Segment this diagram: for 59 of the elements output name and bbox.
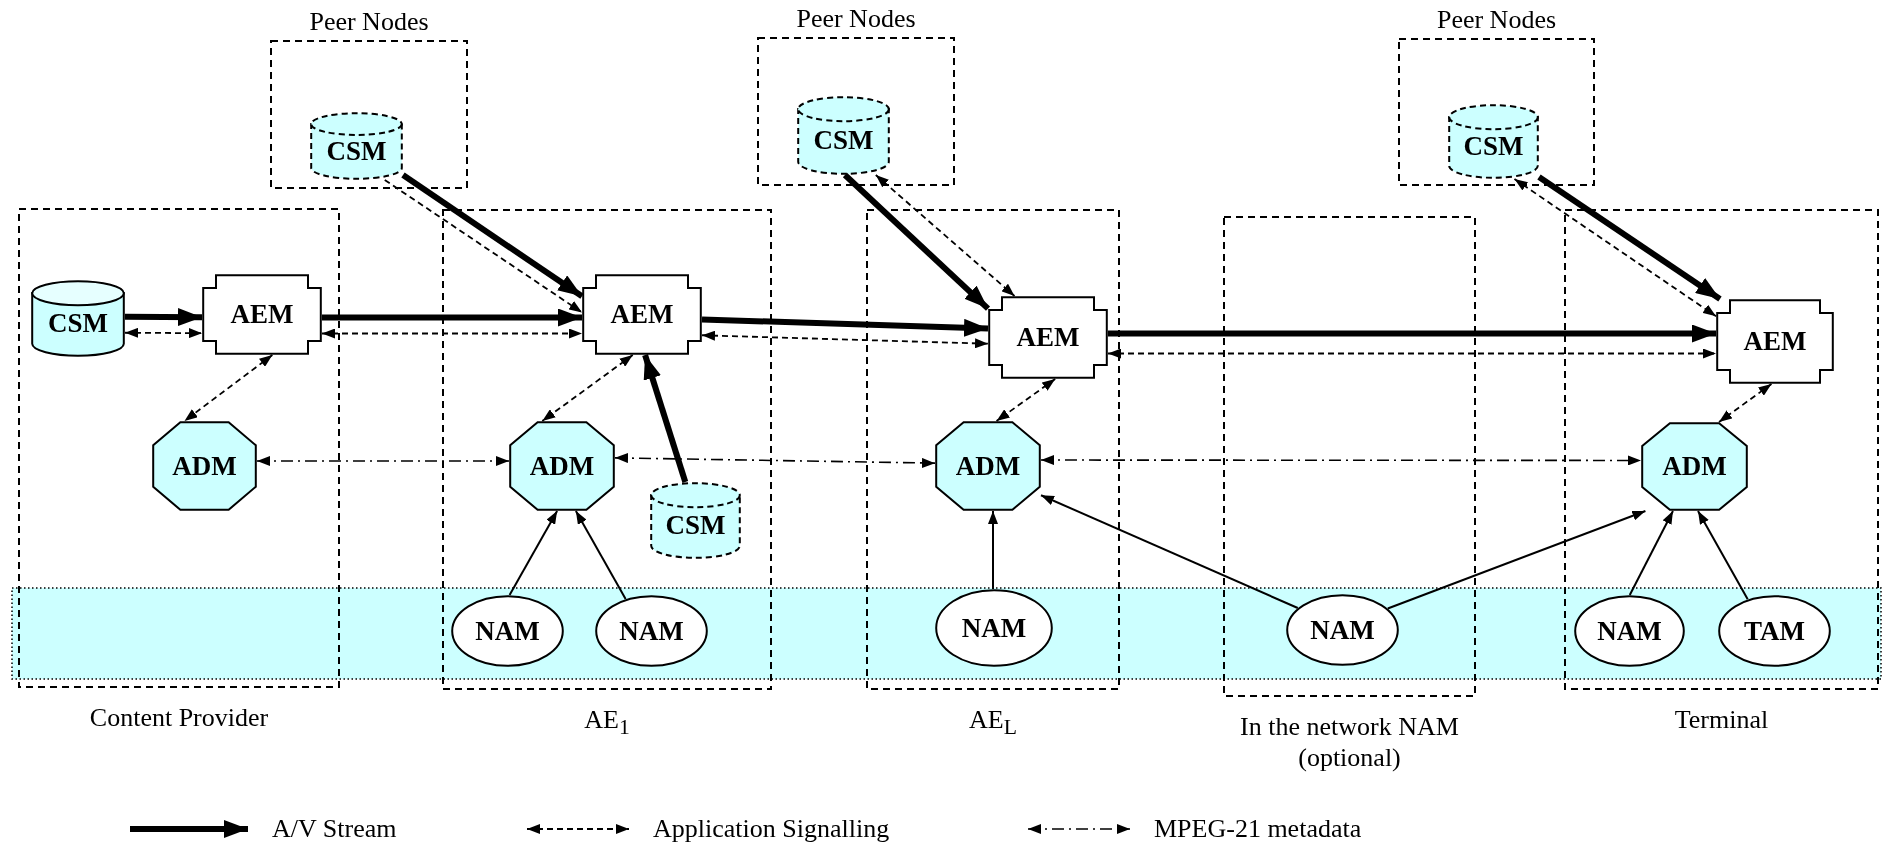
signalling-arrow: [701, 330, 989, 349]
node-label: AEM: [230, 299, 294, 330]
stream-arrow: [401, 172, 584, 299]
stream-arrow: [125, 308, 202, 327]
legend-label: MPEG-21 metadata: [1154, 814, 1362, 844]
stream-arrow: [701, 316, 989, 337]
node-label: ADM: [529, 450, 595, 482]
node-label: CSM: [665, 510, 726, 541]
node-label: AEM: [610, 299, 674, 330]
group-label: Peer Nodes: [309, 6, 429, 37]
legend-label: Application Signalling: [653, 814, 890, 844]
signalling-arrow: [995, 378, 1057, 422]
group-label: In the network NAM (optional): [1239, 711, 1460, 773]
arrow: [1040, 494, 1299, 609]
stream-arrow: [1108, 324, 1716, 343]
metadata-arrow: [1040, 455, 1642, 466]
signalling-arrow: [1107, 348, 1717, 359]
signalling-arrow: [183, 354, 274, 422]
group-label: AE$_{1}$: [584, 704, 630, 742]
node-label: NAM: [1310, 614, 1375, 646]
arrow: [574, 510, 627, 600]
node-label: CSM: [1463, 131, 1524, 162]
group-label: Content Provider: [89, 702, 269, 733]
signalling-arrow: [321, 328, 583, 339]
node-label: NAM: [961, 612, 1027, 644]
stream-arrow: [1537, 174, 1722, 302]
arrow: [1386, 510, 1647, 610]
node-label: NAM: [475, 615, 540, 647]
stream-arrow: [322, 308, 582, 327]
metadata-arrow: [614, 453, 936, 468]
node-label: CSM: [813, 125, 874, 156]
group-label: Terminal: [1674, 704, 1769, 735]
node-label: TAM: [1744, 615, 1805, 647]
legend-label: A/V Stream: [272, 814, 397, 844]
signalling-arrow: [541, 354, 634, 422]
stream-arrow: [842, 172, 991, 311]
stream-arrow: [642, 354, 689, 483]
arrow: [508, 510, 559, 597]
group-label: AE$_{L}$: [969, 704, 1017, 742]
signalling-arrow: [124, 327, 203, 339]
arrow: [1628, 510, 1674, 596]
node-label: NAM: [619, 615, 684, 647]
metadata-arrow: [256, 456, 510, 466]
group-label: Peer Nodes: [796, 3, 916, 34]
signalling-arrow: [1513, 178, 1717, 318]
node-label: AEM: [1743, 326, 1807, 357]
node-label: ADM: [1662, 451, 1727, 482]
node-label: CSM: [48, 308, 108, 339]
node-label: NAM: [1597, 615, 1662, 647]
signalling-arrow: [383, 179, 583, 314]
node-label: CSM: [326, 135, 387, 167]
signalling-arrow: [1718, 383, 1773, 423]
arrow: [1697, 510, 1749, 601]
signalling-arrow: [874, 174, 1016, 297]
node-label: ADM: [955, 450, 1021, 482]
arrow: [988, 510, 998, 590]
node-label: ADM: [172, 450, 237, 482]
node-label: AEM: [1016, 322, 1080, 353]
group-label: Peer Nodes: [1436, 4, 1557, 35]
